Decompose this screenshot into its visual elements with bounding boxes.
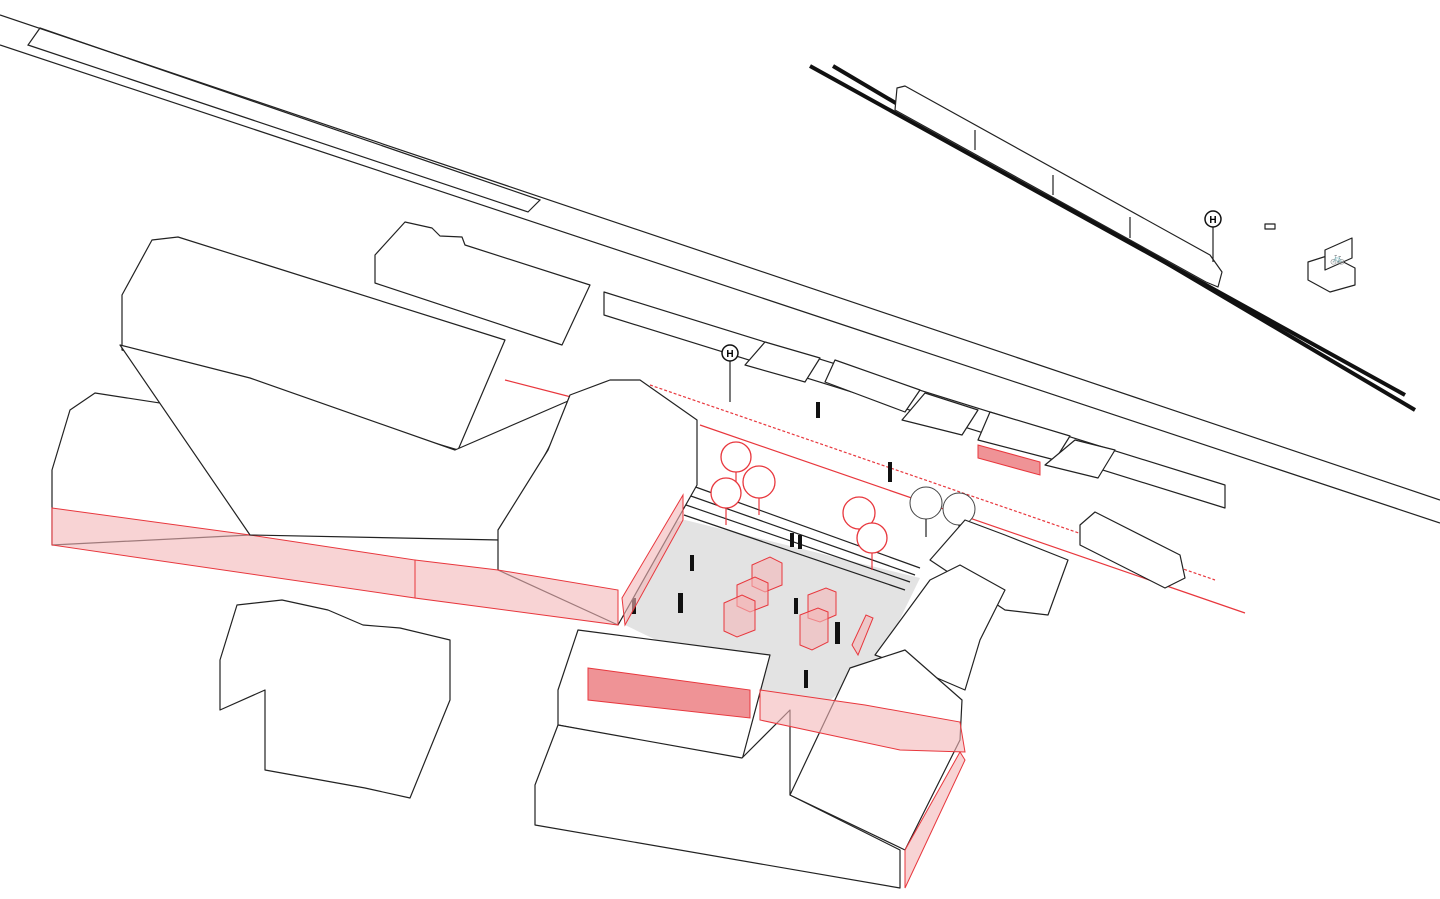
bike-shop: 🚲 [1264,223,1356,293]
small-sign [1264,223,1276,230]
bus-stop-label: H [726,349,733,360]
trees [710,441,976,570]
bus-stop-label: H [1209,215,1216,226]
market-kiosks [723,556,874,657]
road [0,14,1440,524]
bus-shelters [744,341,1116,479]
bus-stop-sign-train: H [1204,210,1222,262]
bicycle-icon: 🚲 [1330,251,1345,265]
bus [1079,511,1186,589]
buildings [51,221,1069,889]
train [894,85,1223,288]
railway-tracks [809,64,1417,412]
bus-stop-sign-road: H [721,344,739,402]
